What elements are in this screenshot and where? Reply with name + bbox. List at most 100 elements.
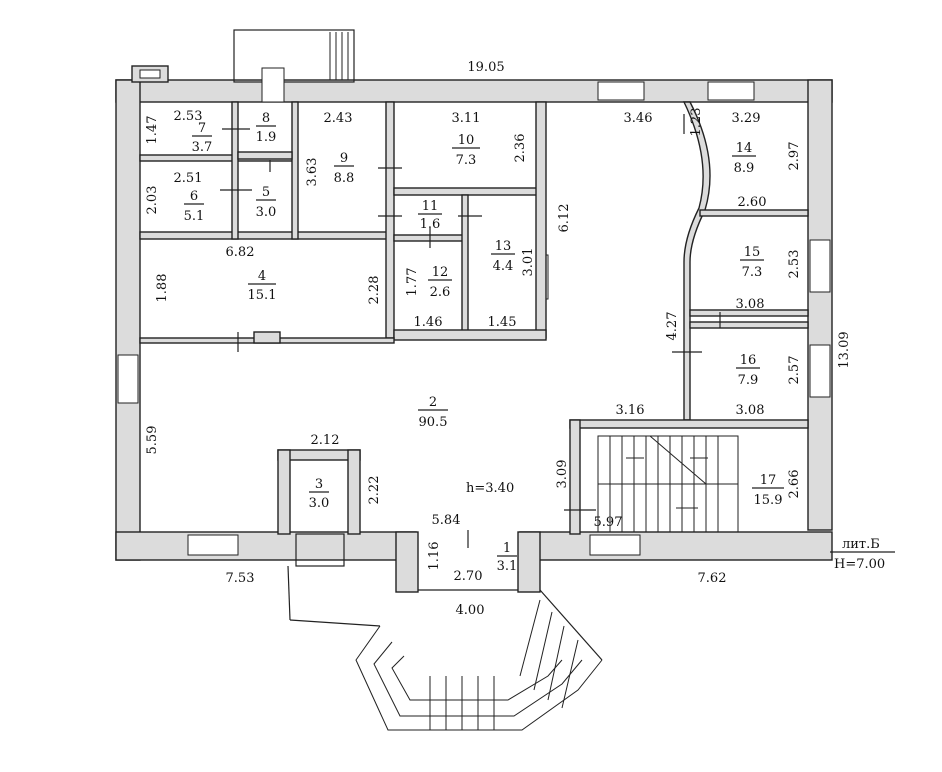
svg-text:1.9: 1.9: [256, 130, 277, 145]
top-stair-box: [233, 29, 355, 103]
building-label: лит.Б: [842, 537, 880, 552]
svg-text:9: 9: [340, 151, 348, 166]
dim-5-97: 5.97: [594, 515, 623, 530]
dim-2-03: 2.03: [145, 186, 160, 215]
svg-text:6: 6: [190, 189, 198, 204]
svg-text:3.0: 3.0: [256, 205, 277, 220]
room-label-2: 290.5: [418, 395, 448, 430]
svg-text:12: 12: [432, 265, 449, 280]
dim-2-12: 2.12: [311, 433, 340, 448]
svg-text:3.7: 3.7: [192, 140, 213, 155]
dim-3-16: 3.16: [616, 403, 645, 418]
dim-3-09: 3.09: [555, 460, 570, 489]
room-label-16: 167.9: [736, 353, 760, 388]
dim-porch-width: 4.00: [456, 603, 485, 618]
svg-text:14: 14: [736, 141, 753, 156]
room-label-9: 98.8: [334, 151, 355, 186]
dim-2-36: 2.36: [513, 134, 528, 163]
stair-room-17: [597, 435, 739, 533]
room-label-14: 148.9: [732, 141, 756, 176]
svg-text:1: 1: [503, 541, 511, 556]
dim-2-53-right: 2.53: [787, 250, 802, 279]
dim-2-28: 2.28: [367, 276, 382, 305]
svg-text:11: 11: [422, 199, 439, 214]
dim-2-43: 2.43: [324, 111, 353, 126]
svg-text:15.9: 15.9: [754, 493, 783, 508]
dim-3-29: 3.29: [732, 111, 761, 126]
room-label-8: 81.9: [256, 111, 277, 145]
dim-5-59: 5.59: [145, 426, 160, 455]
entrance-porch: [287, 533, 895, 731]
building-height-label: H=7.00: [834, 557, 885, 572]
room-label-17: 17 15.9: [752, 473, 784, 508]
svg-text:3.0: 3.0: [309, 496, 330, 511]
svg-text:8.9: 8.9: [734, 161, 755, 176]
svg-text:2: 2: [429, 395, 437, 410]
dim-1-46: 1.46: [414, 315, 443, 330]
dim-3-01: 3.01: [521, 248, 536, 277]
svg-text:17: 17: [760, 473, 777, 488]
svg-text:5.1: 5.1: [184, 209, 205, 224]
room-label-10: 107.3: [452, 133, 480, 168]
room-label-11: 111.6: [418, 199, 442, 232]
svg-text:3: 3: [315, 477, 323, 492]
dim-6-12: 6.12: [557, 204, 572, 233]
svg-text:7.3: 7.3: [456, 153, 477, 168]
dim-6-82: 6.82: [226, 245, 255, 260]
dim-5-84: 5.84: [432, 513, 461, 528]
dim-3-08-bottom: 3.08: [736, 403, 765, 418]
room-label-13: 134.4: [491, 239, 515, 274]
dim-1-88: 1.88: [155, 274, 170, 303]
svg-text:15.1: 15.1: [248, 288, 277, 303]
room-label-6: 65.1: [184, 189, 205, 224]
dim-4-27: 4.27: [665, 312, 680, 341]
dim-3-11: 3.11: [452, 111, 481, 126]
svg-text:3.1: 3.1: [497, 559, 518, 574]
dim-2-66: 2.66: [787, 470, 802, 499]
dim-2-53-top: 2.53: [174, 109, 203, 124]
dim-2-60: 2.60: [738, 195, 767, 210]
svg-text:7.9: 7.9: [738, 373, 759, 388]
svg-text:90.5: 90.5: [419, 415, 448, 430]
dim-2-22: 2.22: [367, 476, 382, 505]
room-label-3: 33.0: [309, 477, 330, 511]
dim-2-70: 2.70: [454, 569, 483, 584]
svg-text:16: 16: [740, 353, 757, 368]
svg-text:7: 7: [198, 121, 206, 136]
dim-1-16: 1.16: [427, 542, 442, 571]
dim-1-23: 1.23: [689, 108, 704, 137]
svg-text:8.8: 8.8: [334, 171, 355, 186]
svg-text:7.3: 7.3: [742, 265, 763, 280]
dim-bottom-left: 7.53: [226, 571, 255, 586]
dim-top-total: 19.05: [467, 60, 504, 75]
svg-text:5: 5: [262, 185, 270, 200]
svg-text:1.6: 1.6: [420, 217, 441, 232]
svg-text:8: 8: [262, 111, 270, 126]
svg-text:4.4: 4.4: [493, 259, 514, 274]
dim-1-47: 1.47: [145, 116, 160, 145]
room-labels: 13.1 290.5 33.0 415.1 53.0 65.1 73.7 81.…: [184, 111, 784, 574]
svg-text:15: 15: [744, 245, 761, 260]
dim-bottom-right: 7.62: [698, 571, 727, 586]
dim-2-51: 2.51: [174, 171, 203, 186]
dim-2-57: 2.57: [787, 356, 802, 385]
svg-text:2.6: 2.6: [430, 285, 451, 300]
door-marks: [220, 114, 721, 548]
room-label-12: 122.6: [428, 265, 452, 300]
room-label-7: 73.7: [192, 121, 213, 155]
dim-3-08-top: 3.08: [736, 297, 765, 312]
dim-3-63: 3.63: [305, 158, 320, 187]
dimension-labels: 19.05 2.53 1.47 2.51 2.03 2.43 3.63 3.11…: [145, 60, 852, 618]
room-label-4: 415.1: [248, 269, 277, 303]
svg-text:4: 4: [258, 269, 266, 284]
dim-3-46: 3.46: [624, 111, 653, 126]
dim-1-77: 1.77: [405, 268, 420, 297]
svg-text:13: 13: [495, 239, 512, 254]
room-label-1: 13.1: [497, 541, 518, 574]
dim-2-97: 2.97: [787, 142, 802, 171]
ceiling-height-label: h=3.40: [466, 481, 514, 496]
room-label-15: 157.3: [740, 245, 764, 280]
svg-text:10: 10: [458, 133, 475, 148]
room-label-5: 53.0: [256, 185, 277, 220]
